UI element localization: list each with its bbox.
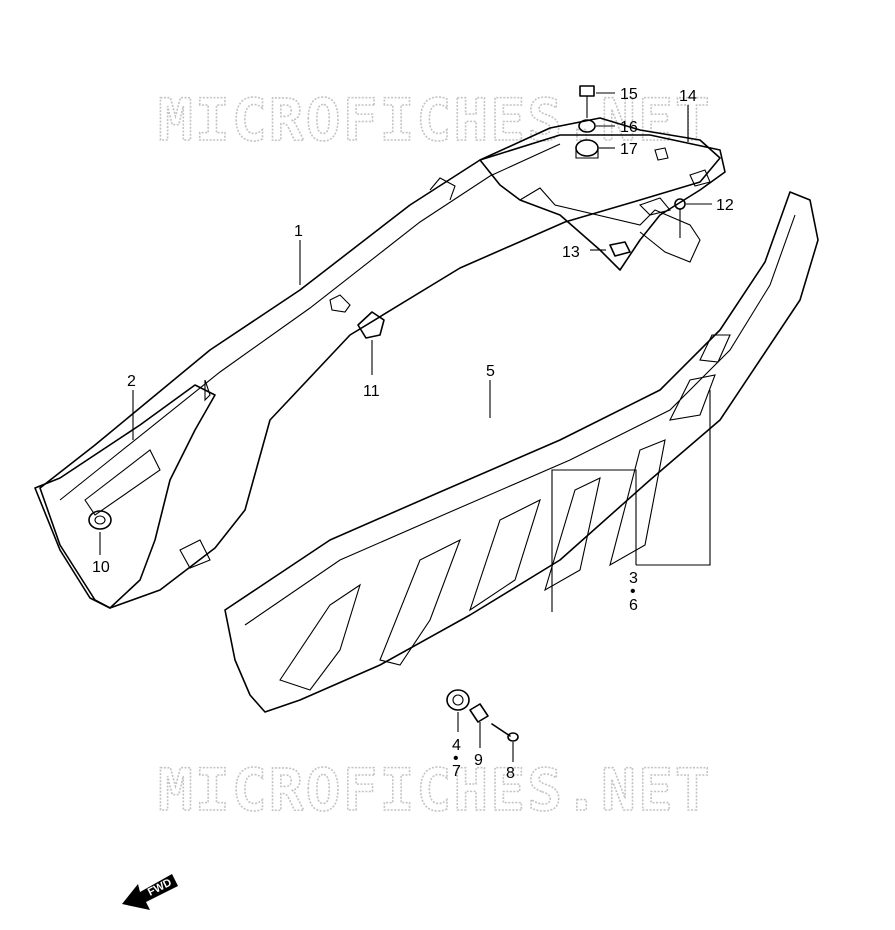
grommet-10 [88, 510, 112, 530]
callout-16: 16 [620, 119, 638, 136]
callout-10: 10 [92, 559, 110, 576]
side-cover-lower [224, 191, 819, 713]
callout-17: 17 [620, 141, 638, 158]
callout-11: 11 [363, 383, 380, 400]
callout-5: 5 [486, 363, 495, 380]
callout-14: 14 [679, 88, 697, 105]
callout-1: 1 [294, 223, 303, 240]
screw-12 [674, 198, 686, 238]
watermark-bottom: MICROFICHES.NET [158, 756, 712, 824]
callout-6: 6 [629, 597, 638, 614]
callout-13: 13 [562, 244, 580, 261]
callout-8: 8 [506, 765, 515, 782]
seat-tail [479, 134, 726, 271]
callout-3: 3 [629, 570, 638, 587]
callout-2: 2 [127, 373, 136, 390]
fwd-arrow-icon: FWD [122, 874, 178, 910]
cushion-17 [575, 139, 599, 159]
callout-15: 15 [620, 86, 638, 103]
fwd-label: FWD [146, 877, 174, 899]
washer-16 [578, 119, 596, 133]
callout-3-dot: • [630, 583, 636, 600]
watermark-top: MICROFICHES.NET [158, 86, 712, 154]
clip-13 [609, 241, 631, 257]
collar-9 [469, 703, 489, 723]
grommet-11 [357, 311, 385, 339]
screw-8 [491, 723, 519, 742]
grommet-4 [446, 689, 470, 711]
bolt-15 [579, 85, 595, 118]
callout-7: 7 [452, 763, 461, 780]
side-panel-front [34, 384, 216, 609]
callout-9: 9 [474, 752, 483, 769]
leader-lines [99, 92, 712, 762]
callout-4-dot: • [453, 750, 459, 767]
frame-cover-upper [39, 117, 721, 609]
callout-12: 12 [716, 197, 734, 214]
callout-4: 4 [452, 737, 461, 754]
